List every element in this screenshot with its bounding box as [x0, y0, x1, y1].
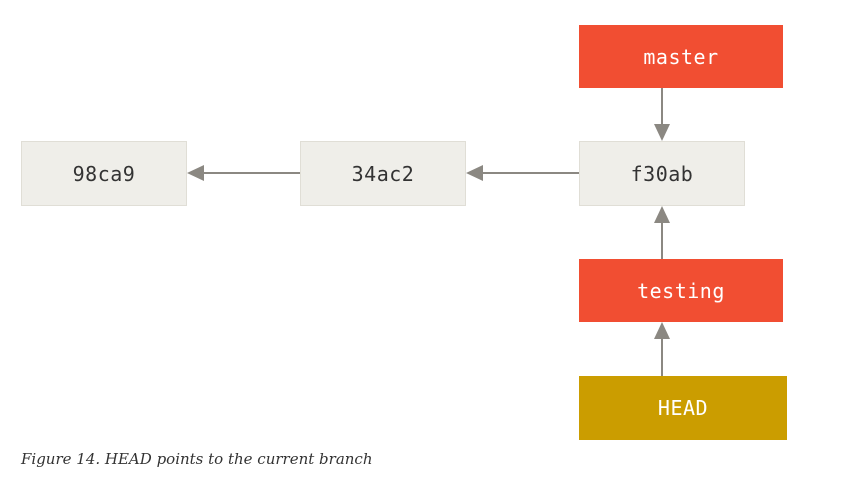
- arrowhead-98ca9: [187, 165, 204, 181]
- figure-caption: Figure 14. HEAD points to the current br…: [21, 450, 373, 468]
- head-label: HEAD: [657, 396, 709, 420]
- commit-hash: 34ac2: [351, 161, 415, 186]
- arrowhead-f30ab-bottom: [654, 206, 670, 223]
- commit-hash: 98ca9: [72, 161, 136, 186]
- commit-f30ab: f30ab: [579, 141, 745, 206]
- branch-master: master: [579, 25, 783, 88]
- head-pointer: HEAD: [579, 376, 787, 440]
- branch-label: master: [643, 44, 719, 69]
- commit-hash: f30ab: [630, 161, 694, 186]
- branch-label: testing: [637, 278, 725, 303]
- arrowhead-34ac2: [466, 165, 483, 181]
- arrowhead-testing: [654, 322, 670, 339]
- commit-98ca9: 98ca9: [21, 141, 187, 206]
- commit-34ac2: 34ac2: [300, 141, 466, 206]
- branch-testing: testing: [579, 259, 783, 322]
- arrowhead-f30ab-top: [654, 124, 670, 141]
